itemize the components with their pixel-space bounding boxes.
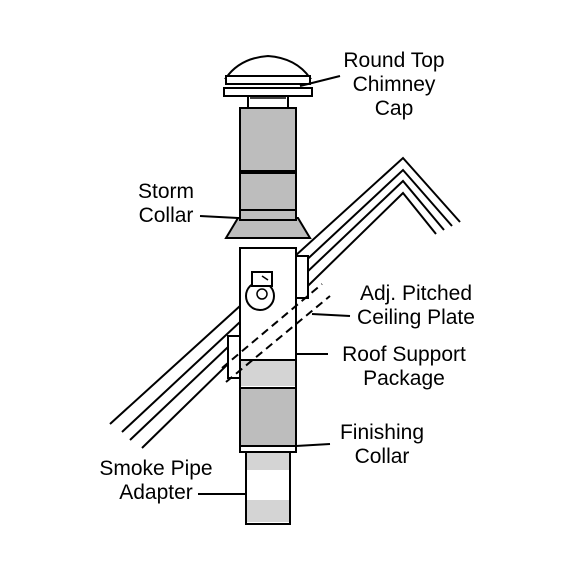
svg-text:Chimney: Chimney [353, 73, 436, 96]
svg-text:Collar: Collar [139, 204, 194, 227]
upper-pipe [239, 107, 297, 211]
label-storm-collar: Storm Collar [138, 180, 194, 227]
warning-label-icon [245, 271, 275, 311]
label-finishing-collar: Finishing Collar [340, 421, 424, 468]
label-roof-support-package: Roof Support Package [342, 343, 466, 390]
lower-pipe [239, 385, 297, 447]
storm-collar [224, 207, 312, 239]
svg-text:Ceiling Plate: Ceiling Plate [357, 306, 475, 329]
roof-support-box [221, 247, 331, 389]
smoke-pipe-adapter [245, 449, 291, 525]
svg-text:Adapter: Adapter [119, 481, 193, 504]
svg-text:Cap: Cap [375, 97, 414, 120]
chimney-cap [223, 54, 313, 109]
svg-text:Roof Support: Roof Support [342, 343, 466, 366]
label-smoke-pipe-adapter: Smoke Pipe Adapter [99, 457, 212, 504]
leader-lines [198, 75, 351, 495]
svg-text:Round Top: Round Top [343, 49, 444, 72]
svg-text:Storm: Storm [138, 180, 194, 203]
svg-text:Smoke Pipe: Smoke Pipe [99, 457, 212, 480]
label-round-top-chimney-cap: Round Top Chimney Cap [343, 49, 444, 120]
label-adj-pitched-ceiling-plate: Adj. Pitched Ceiling Plate [357, 282, 475, 329]
svg-text:Collar: Collar [355, 445, 410, 468]
svg-text:Finishing: Finishing [340, 421, 424, 444]
svg-text:Package: Package [363, 367, 445, 390]
svg-text:Adj. Pitched: Adj. Pitched [360, 282, 472, 305]
